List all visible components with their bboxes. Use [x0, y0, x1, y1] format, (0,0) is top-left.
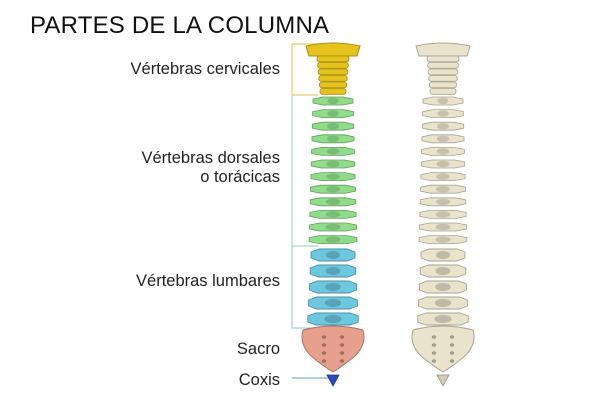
bone-spine	[411, 42, 475, 387]
bracket-thoracic	[291, 95, 318, 247]
bracket-cervical	[291, 43, 322, 96]
diagram-title: PARTES DE LA COLUMNA	[30, 12, 330, 39]
sacrum-section	[411, 325, 475, 373]
lumbar-section	[417, 248, 469, 326]
label-coccyx: Coxis	[238, 371, 280, 389]
label-thoracic: Vértebras dorsales o torácicas	[108, 149, 281, 187]
coccyx-section	[326, 374, 340, 387]
label-thoracic-line2: o torácicas	[200, 168, 280, 186]
colored-spine	[301, 42, 365, 387]
bracket-lines	[291, 43, 330, 379]
cervical-section	[305, 42, 361, 95]
label-thoracic-line1: Vértebras dorsales	[141, 149, 281, 167]
label-sacrum: Sacro	[236, 340, 280, 358]
coccyx-section	[436, 374, 450, 387]
lumbar-section	[307, 248, 359, 326]
sacrum-section	[301, 325, 365, 373]
thoracic-section	[418, 96, 468, 244]
label-lumbar: Vértebras lumbares	[136, 272, 280, 290]
bracket-lumbar	[291, 246, 310, 329]
cervical-section	[415, 42, 471, 95]
thoracic-section	[308, 96, 358, 244]
label-cervical: Vértebras cervicales	[130, 60, 280, 78]
